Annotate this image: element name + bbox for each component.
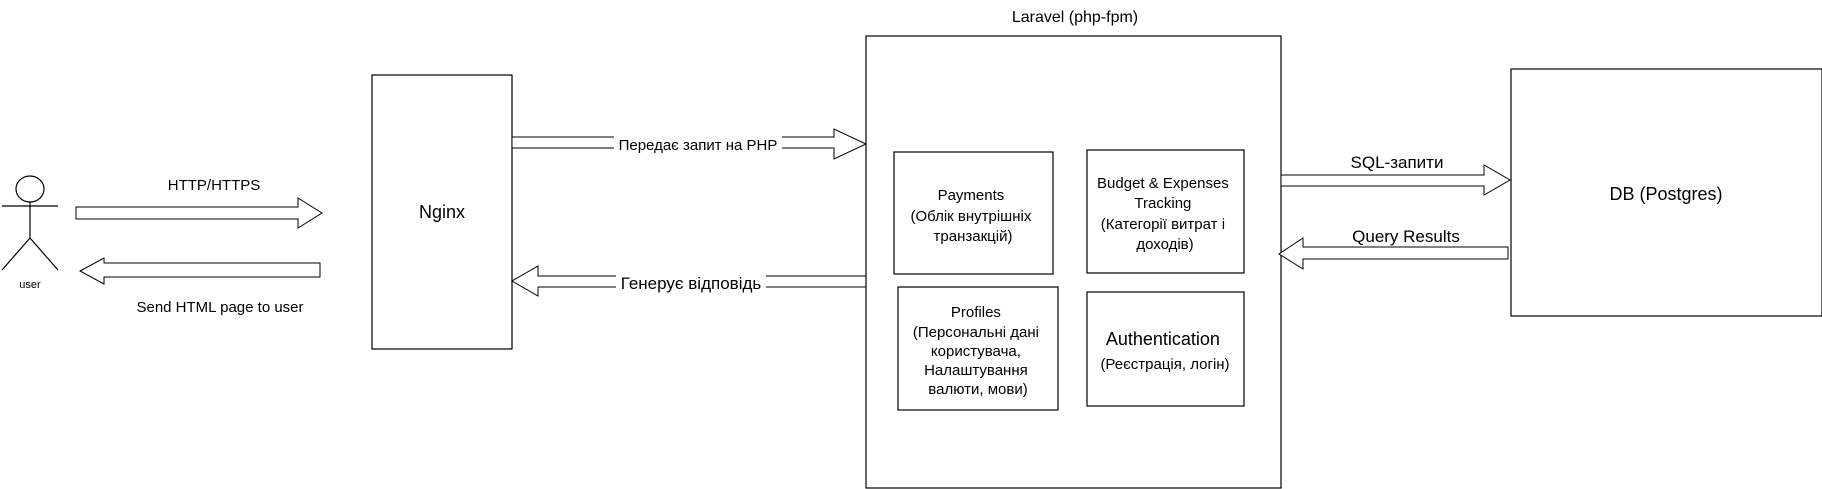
budget-label: Budget & Expenses Tracking (Категорії ви… <box>1097 175 1233 253</box>
payments-line: (Облік внутрішніх <box>910 208 1031 225</box>
php-request-label-bg <box>614 134 782 154</box>
user-actor: user <box>1 175 59 291</box>
authentication-label: Authentication (Реєстрація, логін) <box>1100 329 1229 373</box>
budget-module: Budget & Expenses Tracking (Категорії ви… <box>1086 149 1245 274</box>
php-response-connection: Генерує відповідь <box>510 265 867 297</box>
profiles-line: Profiles <box>951 304 1001 321</box>
payments-box <box>893 151 1054 275</box>
query-results-label: Query Results <box>1352 227 1460 246</box>
db-label: DB (Postgres) <box>1609 184 1722 204</box>
profiles-line: валюти, мови) <box>928 381 1027 398</box>
actor-head <box>15 175 45 203</box>
db-box <box>1510 68 1822 317</box>
db-component: DB (Postgres) <box>1510 68 1822 317</box>
laravel-title: Laravel (php-fpm) <box>1012 9 1138 26</box>
actor-left-leg <box>1 237 31 271</box>
authentication-line: (Реєстрація, логін) <box>1100 356 1229 373</box>
html-response-label: Send HTML page to user <box>136 299 303 316</box>
authentication-line: Authentication <box>1106 329 1220 349</box>
budget-line: Tracking <box>1134 195 1191 212</box>
query-results-arrow <box>1278 237 1509 270</box>
budget-box <box>1086 149 1245 274</box>
budget-line: (Категорії витрат і <box>1101 216 1225 233</box>
html-response-connection: Send HTML page to user <box>78 257 321 316</box>
budget-line: Budget & Expenses <box>1097 175 1229 192</box>
http-request-label: HTTP/HTTPS <box>168 177 261 194</box>
sql-queries-arrow <box>1280 164 1512 196</box>
profiles-label: Profiles (Персональні дані користувача, … <box>913 304 1043 398</box>
sql-queries-connection: SQL-запити <box>1280 153 1512 196</box>
php-request-connection: Передає запит на PHP <box>511 128 868 160</box>
nginx-label: Nginx <box>419 202 465 222</box>
query-results-connection: Query Results <box>1278 227 1509 270</box>
profiles-module: Profiles (Персональні дані користувача, … <box>897 286 1059 411</box>
profiles-line: Налаштування <box>924 362 1028 379</box>
nginx-component: Nginx <box>371 74 513 350</box>
budget-line: доходів) <box>1136 236 1193 253</box>
profiles-box <box>897 286 1059 411</box>
authentication-module: Authentication (Реєстрація, логін) <box>1086 291 1245 407</box>
sql-queries-label: SQL-запити <box>1351 153 1444 172</box>
actor-right-leg <box>29 237 59 271</box>
php-response-label: Генерує відповідь <box>621 274 762 293</box>
payments-label: Payments (Облік внутрішніх транзакцій) <box>910 187 1035 245</box>
payments-line: Payments <box>938 187 1005 204</box>
payments-module: Payments (Облік внутрішніх транзакцій) <box>893 151 1054 275</box>
nginx-box <box>371 74 513 350</box>
payments-line: транзакцій) <box>934 228 1013 245</box>
actor-label: user <box>19 279 41 291</box>
php-response-label-bg <box>616 273 766 293</box>
php-request-label: Передає запит на PHP <box>619 137 778 154</box>
http-request-connection: HTTP/HTTPS <box>75 177 323 229</box>
profiles-line: (Персональні дані <box>913 324 1039 341</box>
html-response-arrow <box>78 257 321 285</box>
authentication-box <box>1086 291 1245 407</box>
http-request-arrow <box>75 197 323 229</box>
laravel-component: Laravel (php-fpm) Payments (Облік внутрі… <box>865 9 1282 489</box>
profiles-line: користувача, <box>931 343 1021 360</box>
